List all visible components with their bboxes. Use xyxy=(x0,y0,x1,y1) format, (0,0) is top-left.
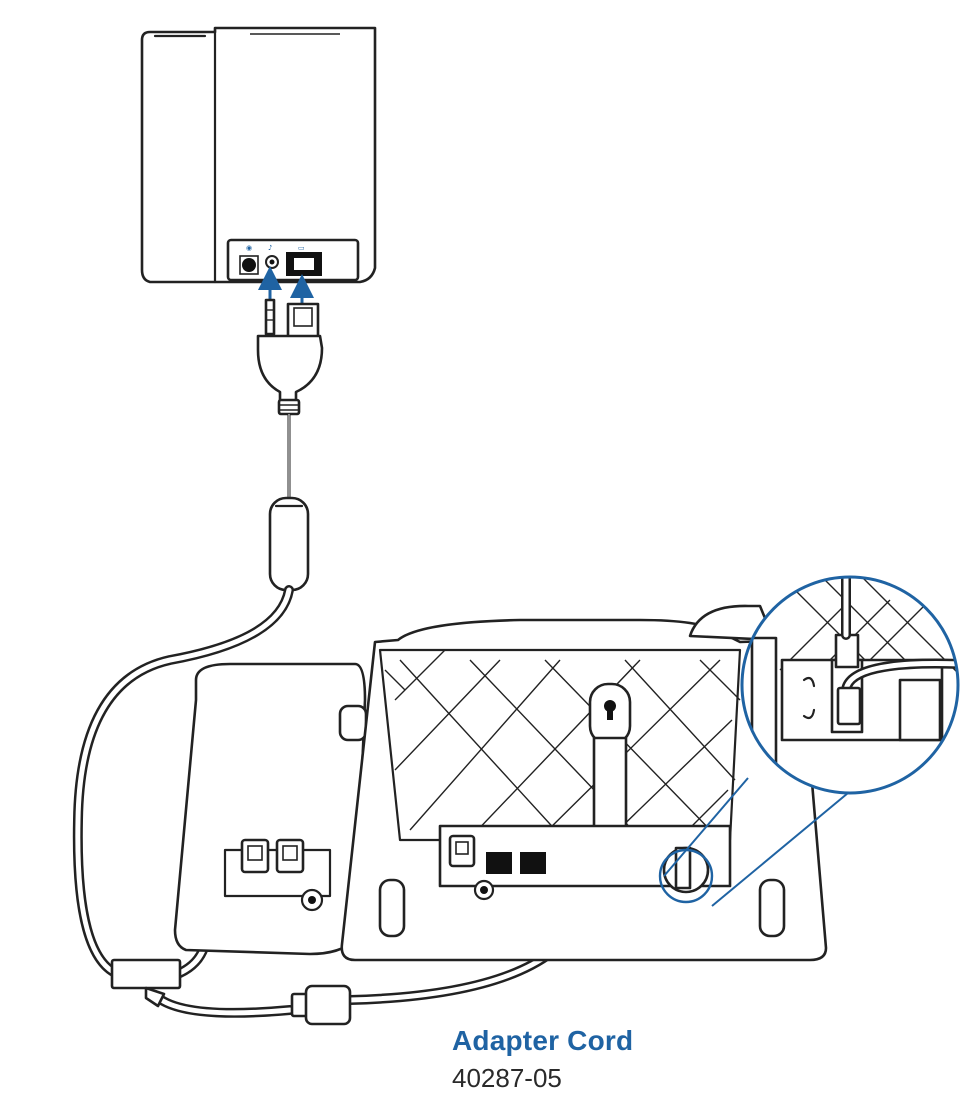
svg-text:▭: ▭ xyxy=(298,244,305,252)
svg-text:◉: ◉ xyxy=(246,244,252,252)
zoom-inset xyxy=(658,575,960,907)
splitter-box xyxy=(110,958,352,1026)
caption-part-number: 40287-05 xyxy=(452,1063,562,1093)
svg-text:♪: ♪ xyxy=(268,244,272,252)
headset-base-unit: ◉ ♪ ▭ xyxy=(140,26,377,284)
telephone-handset xyxy=(173,662,368,956)
telephone-base xyxy=(340,604,828,962)
caption-title: Adapter Cord xyxy=(452,1025,634,1056)
caption: Adapter Cord 40287-05 xyxy=(452,1024,633,1094)
adapter-cord-y-connector xyxy=(256,298,324,592)
